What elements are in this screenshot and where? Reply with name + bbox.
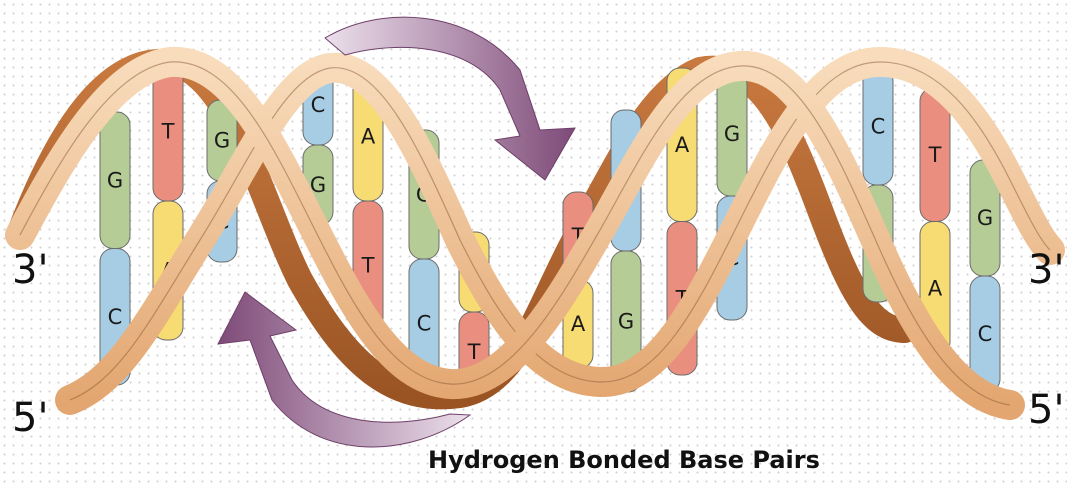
nucleotide-letter: T (161, 120, 175, 144)
nucleotide-letter: G (214, 129, 230, 153)
nucleotide-letter: A (361, 125, 376, 149)
nucleotide-letter: T (928, 143, 942, 167)
three-prime-label-left: 3' (12, 250, 48, 290)
nucleotide-letter: G (977, 206, 993, 230)
five-prime-label-left: 5' (12, 398, 48, 438)
base-pair-14: GC (970, 160, 1000, 392)
three-prime-label-right: 3' (1028, 250, 1064, 290)
nucleotide-letter: C (978, 322, 993, 346)
nucleotide-letter: C (417, 312, 432, 336)
nucleotide-letter: C (311, 93, 326, 117)
nucleotide-letter: C (108, 305, 123, 329)
nucleotide-letter: T (361, 254, 375, 278)
nucleotide-letter: G (724, 122, 740, 146)
nucleotide-letter: A (928, 276, 943, 300)
five-prime-label-right: 5' (1028, 390, 1064, 430)
nucleotide-letter: A (675, 133, 690, 157)
nucleotide-letter: G (107, 168, 123, 192)
nucleotide-letter: C (871, 115, 886, 139)
nucleotide-letter: T (467, 340, 481, 364)
nucleotide-letter: G (618, 310, 634, 334)
diagram-caption: Hydrogen Bonded Base Pairs (428, 446, 820, 474)
nucleotide-letter: A (571, 312, 586, 336)
